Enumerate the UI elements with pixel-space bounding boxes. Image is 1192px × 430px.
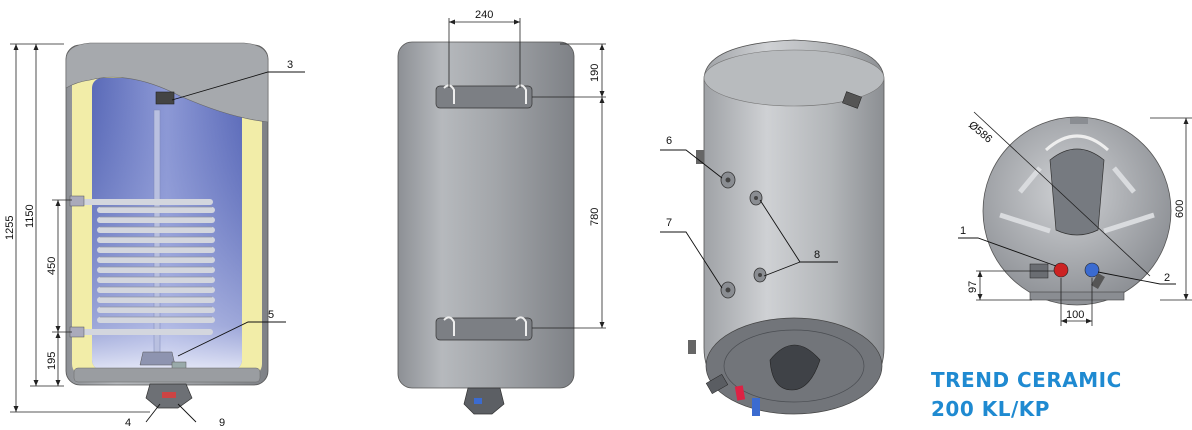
callout-6: 6 bbox=[666, 135, 672, 147]
callout-3: 3 bbox=[287, 59, 293, 71]
coil-outlet bbox=[69, 326, 85, 338]
heat-exchanger-coil bbox=[75, 199, 215, 335]
dim-diameter: Ø586 bbox=[966, 119, 994, 145]
top-cap-perspective bbox=[703, 49, 885, 107]
dim-total-height: 1255 bbox=[4, 216, 16, 240]
pipe-1 bbox=[1053, 262, 1069, 278]
dim-depth: 600 bbox=[1174, 200, 1186, 218]
cutaway-view: 1255 1150 450 195 3 5 4 9 bbox=[4, 42, 305, 429]
pipe-2 bbox=[1084, 262, 1100, 278]
thermostat-sensor bbox=[155, 91, 175, 105]
callout-2: 2 bbox=[1164, 272, 1170, 284]
dim-height: 1150 bbox=[24, 204, 36, 228]
callout-8: 8 bbox=[814, 249, 820, 261]
top-view: Ø586 600 97 100 1 2 bbox=[958, 111, 1192, 326]
coil-inlet bbox=[69, 195, 85, 207]
callout-4: 4 bbox=[125, 417, 131, 429]
product-title-line1: TREND CERAMIC bbox=[931, 368, 1122, 392]
bottom-bracket bbox=[435, 316, 533, 341]
dim-pipe-height: 97 bbox=[967, 281, 979, 293]
callout-9: 9 bbox=[219, 417, 225, 429]
back-view: 240 190 780 bbox=[397, 9, 606, 415]
bottom-ring bbox=[73, 367, 261, 383]
bottom-fitting bbox=[463, 387, 505, 415]
product-title-line2: 200 KL/KP bbox=[931, 397, 1050, 421]
callout-5: 5 bbox=[268, 309, 274, 321]
dim-bracket-spacing: 240 bbox=[475, 9, 493, 21]
dim-pipe-spacing: 100 bbox=[1066, 309, 1084, 321]
callout-1: 1 bbox=[960, 225, 966, 237]
dim-bottom-offset: 195 bbox=[46, 352, 58, 370]
callout-7: 7 bbox=[666, 217, 672, 229]
dim-top-offset: 190 bbox=[589, 64, 601, 82]
perspective-view: 6 7 8 bbox=[660, 39, 885, 416]
top-bracket bbox=[435, 84, 533, 109]
dim-bracket-distance: 780 bbox=[589, 208, 601, 226]
heating-element bbox=[139, 351, 176, 366]
top-cap bbox=[65, 42, 269, 123]
dim-coil-height: 450 bbox=[46, 257, 58, 275]
